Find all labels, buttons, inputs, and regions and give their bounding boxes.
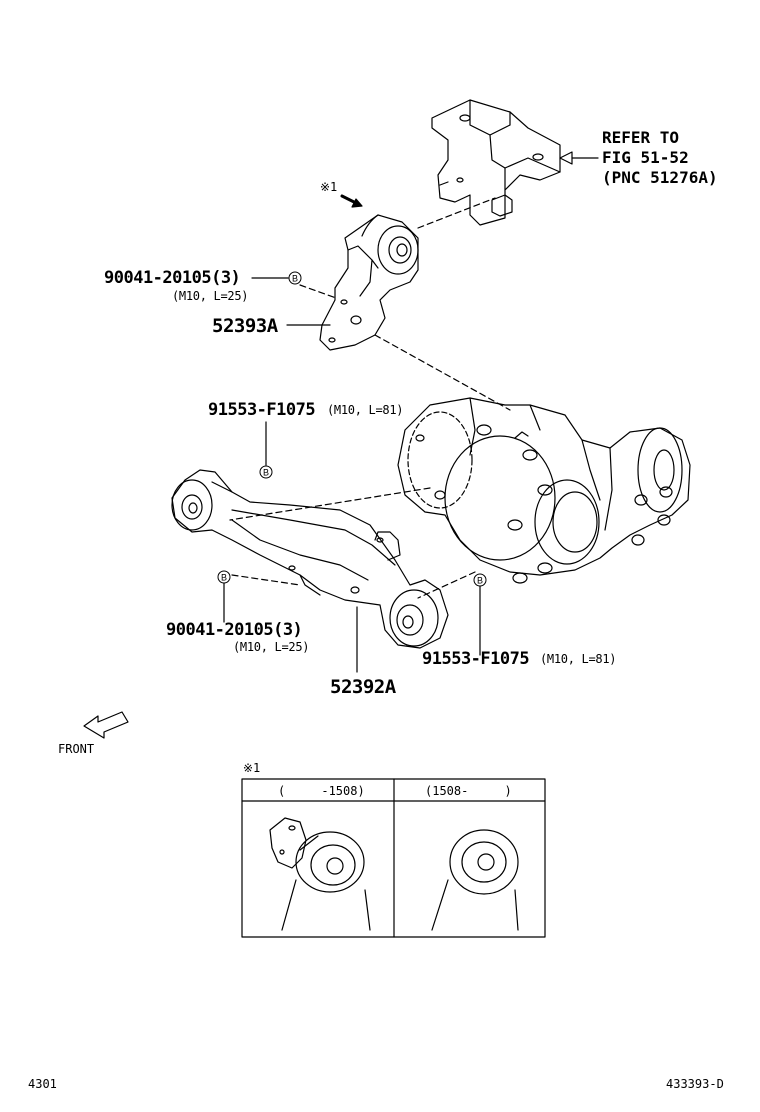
part-spec-bolt-diff-lower: (M10, L=81) <box>540 652 617 666</box>
footer-right-code: 433393-D <box>666 1077 724 1091</box>
bolt-tag-diff-lower-badge: B <box>473 573 487 587</box>
differential-drawing <box>397 397 691 584</box>
variant-table-drawing <box>241 778 546 938</box>
reference-line-3: (PNC 51276A) <box>602 168 718 187</box>
bolt-tag-lower-letter: B <box>221 573 227 583</box>
front-label: FRONT <box>58 742 95 756</box>
upper-mount-drawing <box>319 214 419 351</box>
reference-note: REFER TO FIG 51-52 (PNC 51276A) <box>602 128 718 188</box>
part-number-bolt-lower: 90041-20105(3) <box>166 620 303 640</box>
part-number-bolt-diff-upper: 91553-F1075 <box>208 400 316 420</box>
bolt-tag-lower-badge: B <box>217 570 231 584</box>
frame-bracket-drawing <box>431 99 561 226</box>
front-arrow-drawing <box>83 711 129 739</box>
bolt-tag-upper-letter: B <box>292 274 298 284</box>
footer-left-code: 4301 <box>28 1077 57 1091</box>
reference-line-1: REFER TO <box>602 128 680 147</box>
variant-column-label-2: (1508- ) <box>425 784 512 798</box>
bolt-tag-diff-upper-badge: B <box>259 465 273 479</box>
part-spec-bolt-lower: (M10, L=25) <box>233 640 310 654</box>
part-spec-bolt-upper: (M10, L=25) <box>172 289 249 303</box>
note-marker: ※1 <box>320 180 338 194</box>
part-number-bolt-upper: 90041-20105(3) <box>104 268 241 288</box>
part-number-bracket-upper: 52393A <box>212 315 278 337</box>
reference-line-2: FIG 51-52 <box>602 148 689 167</box>
part-number-bracket-lower: 52392A <box>330 676 396 698</box>
bolt-tag-diff-lower-letter: B <box>477 576 483 586</box>
bolt-tag-upper-badge: B <box>288 271 302 285</box>
lower-mount-drawing <box>171 469 449 649</box>
variant-column-label-1: ( -1508) <box>278 784 365 798</box>
part-spec-bolt-diff-upper: (M10, L=81) <box>327 403 404 417</box>
part-number-bolt-diff-lower: 91553-F1075 <box>422 649 530 669</box>
variant-table-marker: ※1 <box>243 761 261 775</box>
bolt-tag-diff-upper-letter: B <box>263 468 269 478</box>
